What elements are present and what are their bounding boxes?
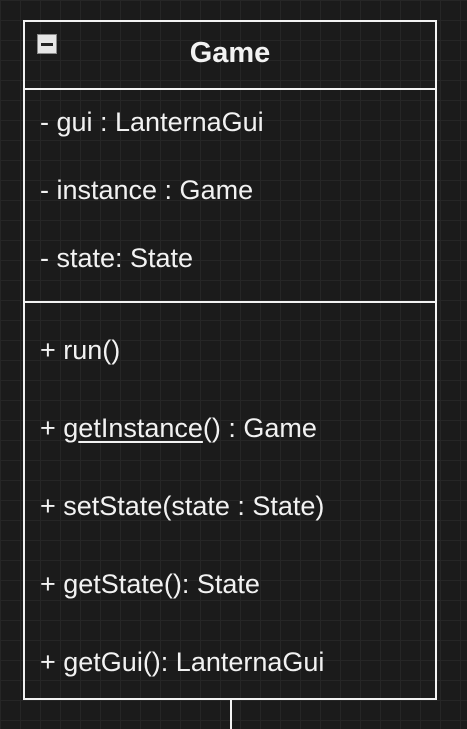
operations-compartment: + run() + getInstance() : Game + setStat… <box>25 303 435 700</box>
attribute-gui[interactable]: - gui : LanternaGui <box>40 107 264 137</box>
attribute-instance[interactable]: - instance : Game <box>40 175 254 205</box>
class-name[interactable]: Game <box>189 37 271 69</box>
association-connector-line[interactable] <box>230 700 232 729</box>
operation-run[interactable]: + run() <box>40 335 121 365</box>
operation-set-state[interactable]: + setState(state : State) <box>40 491 325 521</box>
operation-get-gui[interactable]: + getGui(): LanternaGui <box>40 647 325 677</box>
uml-class-game[interactable]: Game - gui : LanternaGui - instance : Ga… <box>23 20 437 700</box>
operation-get-instance-suffix: () : Game <box>202 413 317 443</box>
operation-get-instance-static: etInstance <box>78 413 203 443</box>
class-header: Game <box>25 22 435 90</box>
operation-get-instance[interactable]: + getInstance() : Game <box>40 412 317 444</box>
operation-get-state[interactable]: + getState(): State <box>40 569 260 599</box>
attribute-state[interactable]: - state: State <box>40 243 194 273</box>
minus-glyph <box>41 42 53 46</box>
operation-get-instance-prefix: + g <box>40 413 79 443</box>
collapse-icon[interactable] <box>37 34 57 54</box>
attributes-compartment: - gui : LanternaGui - instance : Game - … <box>25 90 435 303</box>
